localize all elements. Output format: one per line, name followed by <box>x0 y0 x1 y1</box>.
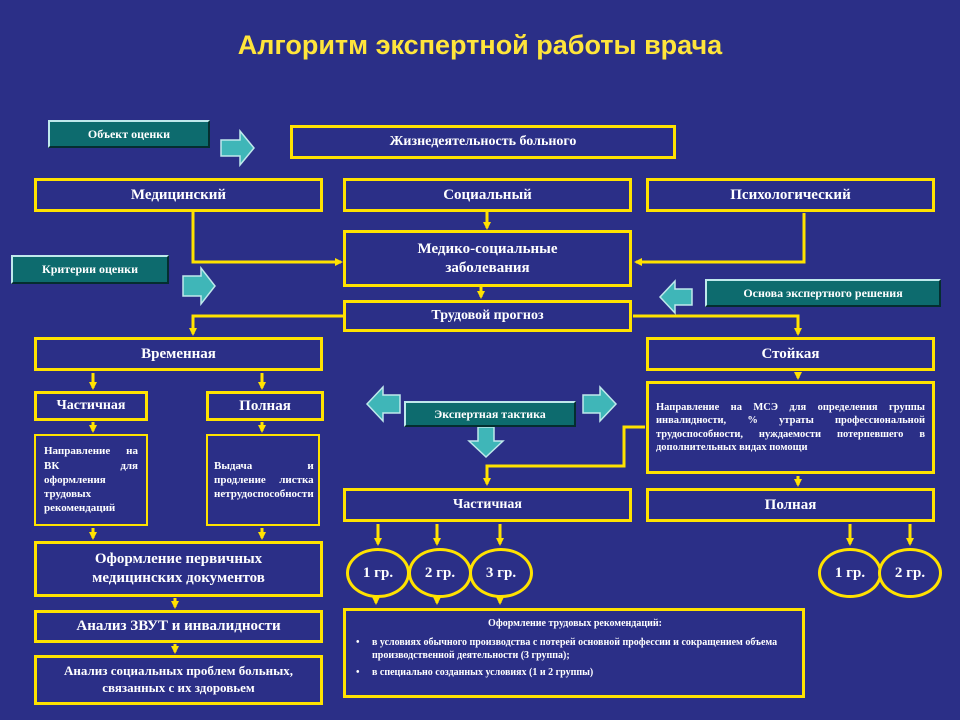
box-sick-leave: Выдача и продление листка нетрудоспособн… <box>206 434 320 526</box>
bullet-icon: • <box>356 667 360 678</box>
box-social-problems: Анализ социальных проблем больных, связа… <box>34 655 323 705</box>
group-circle: 1 гр. <box>818 548 882 598</box>
block-arrow-down-icon <box>467 426 505 459</box>
recommendation-text: в условиях обычного производства с потер… <box>372 637 778 661</box>
box-temp-full: Полная <box>206 391 324 421</box>
box-med-social-diseases: Медико-социальные заболевания <box>343 230 632 287</box>
page-title: Алгоритм экспертной работы врача <box>237 30 723 60</box>
box-life-activity: Жизнедеятельность больного <box>290 125 676 159</box>
block-arrow-right-icon <box>182 265 216 307</box>
box-perm-full: Полная <box>646 488 935 522</box>
box-mse-referral: Направление на МСЭ для определения групп… <box>646 381 935 474</box>
link-medical-to-diseases <box>191 210 343 266</box>
bullet-icon: • <box>356 637 360 648</box>
box-medical: Медицинский <box>34 178 323 212</box>
link-prognosis-to-permanent <box>633 314 802 336</box>
block-arrow-right-icon <box>220 128 255 168</box>
link-psych-to-diseases <box>634 213 806 266</box>
box-permanent: Стойкая <box>646 337 935 371</box>
block-arrow-left-icon <box>365 385 401 423</box>
box-primary-docs: Оформление первичных медицинских докумен… <box>34 541 323 597</box>
box-social: Социальный <box>343 178 632 212</box>
box-perm-partial: Частичная <box>343 488 632 522</box>
group-circle: 1 гр. <box>346 548 410 598</box>
list-item: • в специально созданных условиях (1 и 2… <box>356 666 794 679</box>
list-item: • в условиях обычного производства с пот… <box>356 636 794 662</box>
group-circle: 2 гр. <box>408 548 472 598</box>
link-mse-to-partial <box>483 425 645 486</box>
box-temporary: Временная <box>34 337 323 371</box>
group-circle: 3 гр. <box>469 548 533 598</box>
box-zvut-analysis: Анализ ЗВУТ и инвалидности <box>34 610 323 643</box>
box-labor-prognosis: Трудовой прогноз <box>343 300 632 332</box>
tag-expert-tactics: Экспертная тактика <box>404 401 576 427</box>
box-vk-referral: Направление на ВК для оформления трудовы… <box>34 434 148 526</box>
block-arrow-left-icon <box>658 279 693 315</box>
tag-assessment-criteria: Критерии оценки <box>11 255 169 284</box>
box-psychological: Психологический <box>646 178 935 212</box>
box-temp-partial: Частичная <box>34 391 148 421</box>
link-prognosis-to-temporary <box>189 314 343 336</box>
tag-basis-of-decision: Основа экспертного решения <box>705 279 941 307</box>
recommendation-text: в специально созданных условиях (1 и 2 г… <box>372 667 594 678</box>
recommendations-title: Оформление трудовых рекомендаций: <box>488 618 662 629</box>
tag-object-of-assessment: Объект оценки <box>48 120 210 148</box>
block-arrow-right-icon <box>582 385 618 423</box>
group-circle: 2 гр. <box>878 548 942 598</box>
box-labor-recommendations: Оформление трудовых рекомендаций: • в ус… <box>343 608 805 698</box>
